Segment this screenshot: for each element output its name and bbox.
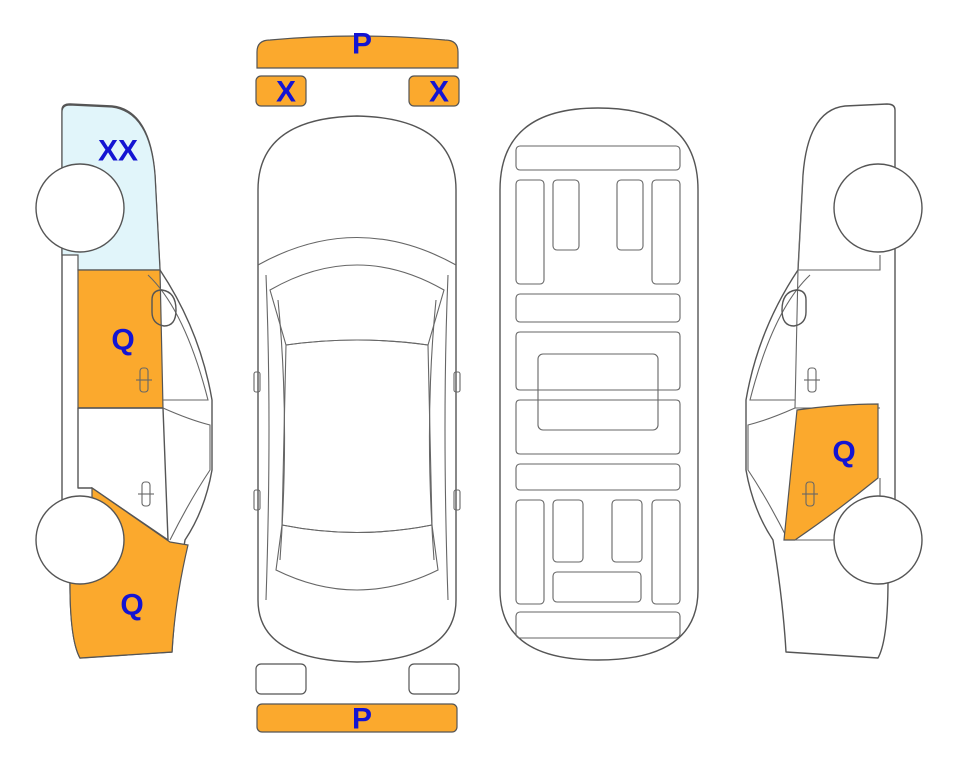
left-rear-wheel-icon <box>35 495 125 585</box>
top-hood-line <box>257 237 457 266</box>
underbody-floor-front <box>515 331 681 391</box>
left-rear-door-handle-icon <box>138 481 154 507</box>
right-rear-door-handle-icon <box>802 481 818 507</box>
underbody-rear-bar <box>515 611 681 639</box>
left-front-wheel-icon <box>35 163 125 253</box>
underbody-rear-right-mount <box>611 499 643 563</box>
right-front-door-handle-icon <box>804 367 820 393</box>
top-left-side-line <box>265 274 270 601</box>
top-body-outline <box>257 115 457 663</box>
front-left-light-label: X <box>276 76 296 109</box>
underbody-floor-rear <box>515 399 681 455</box>
top-rear-window <box>275 524 439 591</box>
underbody-front-right-mount <box>616 179 644 251</box>
front-left-light-panel[interactable] <box>255 75 307 107</box>
underbody-center-plate <box>537 353 659 431</box>
right-rear-door-label: Q <box>832 436 855 469</box>
rear-right-light-panel[interactable] <box>408 663 460 695</box>
underbody-cross-member-front <box>515 293 681 323</box>
underbody-front-bar <box>515 145 681 171</box>
right-front-wheel-icon <box>833 163 923 253</box>
rear-bumper-panel[interactable] <box>256 703 458 733</box>
right-window-line <box>749 274 811 401</box>
right-rear-glass-line <box>747 407 796 541</box>
underbody-front-left-mount <box>552 179 580 251</box>
underbody-rear-left-rail <box>515 499 545 605</box>
left-front-fender-label: XX <box>98 135 138 168</box>
underbody-cross-member-rear <box>515 463 681 491</box>
front-right-light-label: X <box>429 76 449 109</box>
top-right-side-line <box>444 274 449 601</box>
right-body-outline <box>745 103 896 659</box>
underbody-front-right-rail <box>651 179 681 285</box>
top-left-rear-handle-icon <box>253 489 261 511</box>
top-right-handle-icon <box>453 371 461 393</box>
right-mirror-icon <box>781 289 807 327</box>
left-side-view: XX Q Q <box>35 103 213 659</box>
underbody-outline <box>499 107 699 661</box>
top-roof <box>281 339 433 534</box>
underbody-front-left-rail <box>515 179 545 285</box>
right-rear-wheel-icon <box>833 495 923 585</box>
right-side-view: Q <box>745 103 923 659</box>
underbody-rear-left-mount <box>552 499 584 563</box>
front-bumper-label: P <box>352 28 372 61</box>
front-bumper-panel[interactable] <box>256 35 459 69</box>
top-left-handle-icon <box>253 371 261 393</box>
right-front-fender-line <box>797 174 881 271</box>
top-view: P X X P <box>253 28 461 736</box>
underbody-rear-tank <box>552 571 642 603</box>
underbody-rear-right-rail <box>651 499 681 605</box>
left-rear-glass-line <box>162 407 211 541</box>
rear-left-light-panel[interactable] <box>255 663 307 695</box>
front-right-light-panel[interactable] <box>408 75 460 107</box>
left-front-door-handle-icon <box>136 367 152 393</box>
left-mirror-icon <box>151 289 177 327</box>
left-rear-quarter-label: Q <box>120 589 143 622</box>
underbody-view <box>499 107 699 661</box>
rear-bumper-label: P <box>352 703 372 736</box>
top-windshield <box>269 264 445 346</box>
top-right-rear-handle-icon <box>453 489 461 511</box>
left-front-door-label: Q <box>111 324 134 357</box>
left-window-line <box>147 274 209 401</box>
